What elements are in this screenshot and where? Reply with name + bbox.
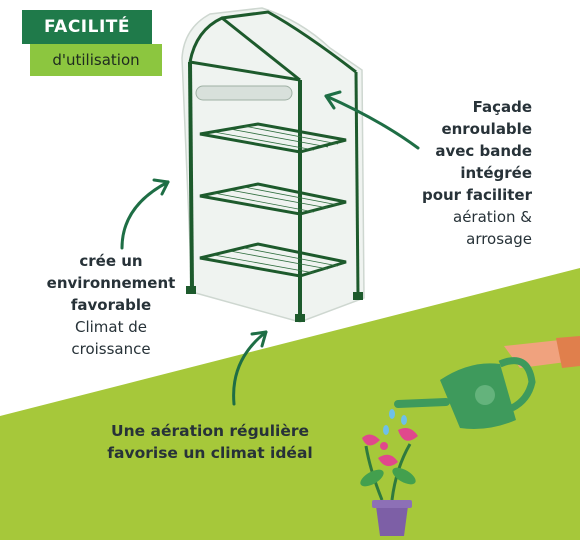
greenhouse-image — [181, 7, 365, 323]
callout-facade-light-line: arrosage — [466, 230, 532, 248]
flower-pot-icon — [360, 428, 418, 536]
callout-environment-line: favorable — [70, 296, 152, 314]
callout-aeration-line: favorise un climat idéal — [107, 444, 313, 462]
callout-environment-line: crée un — [79, 252, 143, 270]
curved-arrow-icon — [120, 90, 420, 406]
callout-facade-line: avec bande — [435, 142, 532, 160]
callout-environment: crée un environnement favorable Climat d… — [36, 250, 186, 360]
callout-facade-line: enroulable — [441, 120, 532, 138]
callout-environment-light-line: croissance — [71, 340, 151, 358]
callout-facade-line: pour faciliter — [421, 186, 532, 204]
callout-facade-light-line: aération & — [453, 208, 532, 226]
callout-aeration: Une aération régulière favorise un clima… — [80, 420, 340, 464]
callout-facade-line: intégrée — [460, 164, 532, 182]
watering-can-icon — [394, 336, 580, 429]
ground-background — [0, 268, 580, 540]
badge-title: FACILITÉ — [22, 10, 152, 44]
callout-aeration-line: Une aération régulière — [111, 422, 309, 440]
callout-environment-line: environnement — [46, 274, 176, 292]
badge-subtitle: d'utilisation — [30, 44, 162, 76]
callout-environment-light-line: Climat de — [74, 318, 147, 336]
callout-facade: Façade enroulable avec bande intégrée po… — [372, 96, 532, 250]
callout-facade-line: Façade — [472, 98, 532, 116]
water-drops — [383, 409, 407, 435]
